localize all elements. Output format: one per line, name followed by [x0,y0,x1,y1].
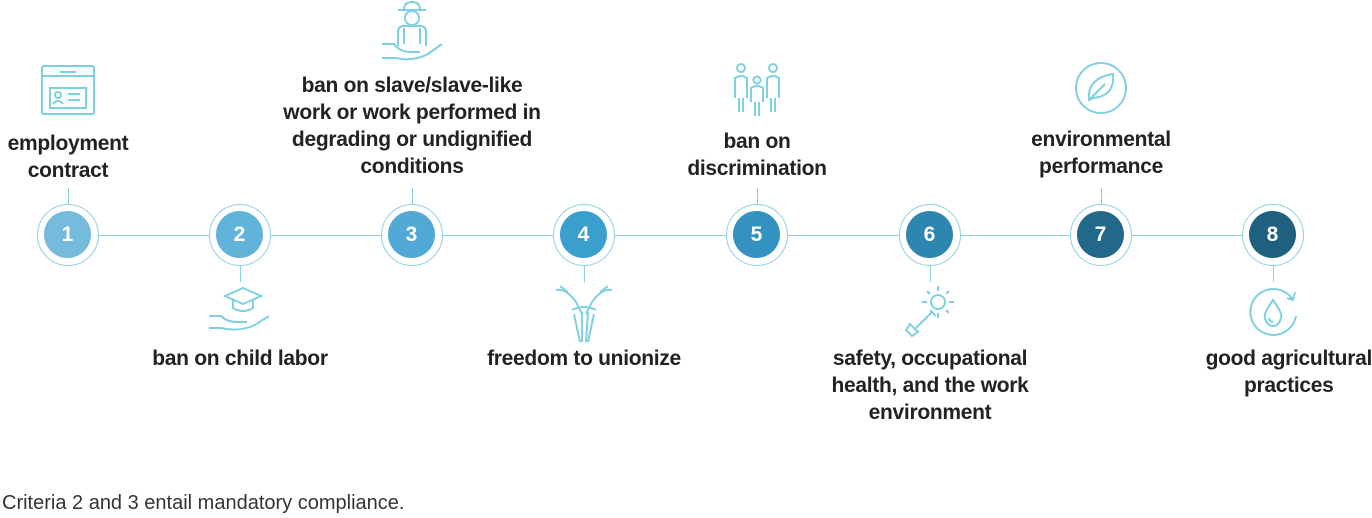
connector [757,188,758,204]
label-line: ban on slave/slave-like [301,74,523,97]
step-1-label: employment contract [8,130,129,184]
connector [68,188,69,204]
step-number: 3 [388,211,435,258]
label-line: discrimination [687,157,827,180]
farmer-hand-icon [380,0,444,69]
label-line: freedom to unionize [487,347,681,370]
label-line: health, and the work [831,374,1029,397]
connector [1273,266,1274,282]
step-number: 7 [1077,211,1124,258]
label-line: environmental [1031,128,1171,151]
step-6-label: safety, occupational health, and the work… [831,345,1028,426]
graduation-cap-hand-icon [207,284,273,339]
step-number: 5 [733,211,780,258]
step-4-label: freedom to unionize [487,345,681,372]
contract-id-card-icon [38,62,98,123]
step-5-node: 5 [726,204,788,266]
sun-shovel-icon [902,284,958,343]
connector [412,188,413,204]
connector [1101,188,1102,204]
label-line: performance [1039,155,1163,178]
step-number: 8 [1249,211,1296,258]
water-drop-cycle-icon [1245,284,1301,345]
label-line: ban on [723,130,791,153]
step-5-label: ban on discrimination [687,128,827,182]
label-line: employment [7,132,129,155]
label-line: ban on child labor [152,347,328,370]
step-3-node: 3 [381,204,443,266]
step-number: 6 [906,211,953,258]
step-3-label: ban on slave/slave-like work or work perf… [283,72,541,180]
step-7-node: 7 [1070,204,1132,266]
step-number: 1 [44,211,91,258]
label-line: environment [868,401,992,424]
connector [240,266,241,282]
label-line: degrading or undignified [291,128,533,151]
step-2-node: 2 [209,204,271,266]
step-8-label: good agricultural practices [1206,345,1372,399]
step-4-node: 4 [553,204,615,266]
timeline-line [68,235,1273,236]
label-line: conditions [360,155,464,178]
label-line: safety, occupational [832,347,1028,370]
label-line: work or work performed in [283,101,541,124]
connector [930,266,931,282]
label-line: practices [1244,374,1334,397]
step-1-node: 1 [37,204,99,266]
step-number: 2 [216,211,263,258]
joined-hands-icon [552,284,616,349]
step-number: 4 [560,211,607,258]
label-line: contract [27,159,109,182]
step-8-node: 8 [1242,204,1304,266]
footnote: Criteria 2 and 3 entail mandatory compli… [2,492,405,514]
step-6-node: 6 [899,204,961,266]
connector [584,266,585,282]
step-7-label: environmental performance [1031,126,1171,180]
leaf-circle-icon [1073,60,1129,121]
label-line: good agricultural [1205,347,1372,370]
family-people-icon [729,62,785,123]
step-2-label: ban on child labor [152,345,328,372]
